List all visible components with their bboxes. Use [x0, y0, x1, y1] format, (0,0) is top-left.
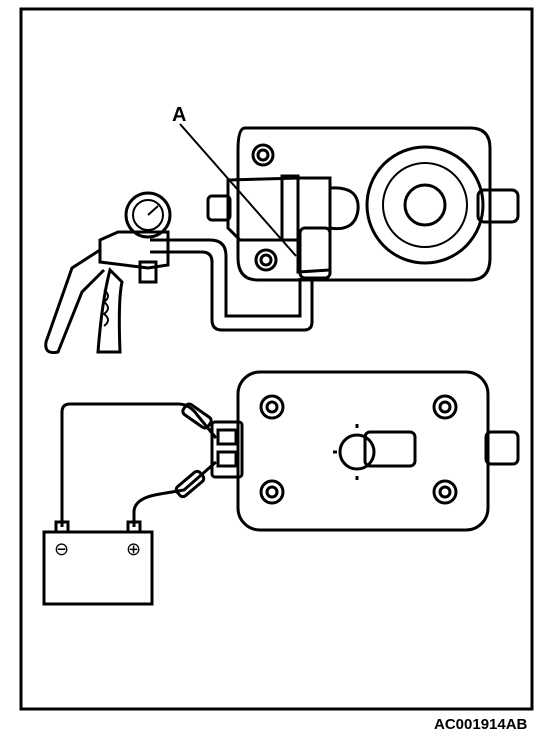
battery-negative-symbol: ⊖ [54, 539, 69, 560]
base-bolt-bottom-left [259, 479, 285, 505]
pump-body [98, 230, 170, 270]
vacuum-gauge [124, 191, 172, 239]
positive-wire [132, 460, 217, 527]
base-outlet-pipe [484, 430, 520, 466]
battery-body [42, 530, 154, 606]
actuator-outlet-pipe [476, 188, 520, 224]
bracket-bolt-top [251, 143, 275, 167]
pump-handle-trigger [96, 267, 124, 354]
figure-id: AC001914AB [434, 716, 528, 733]
battery-positive-symbol: ⊕ [126, 539, 141, 560]
vacuum-hose-outer [150, 250, 314, 332]
bracket-bolt-top-inner [256, 148, 270, 162]
positive-wire-clip [174, 469, 206, 499]
battery-negative-terminal [54, 520, 70, 534]
electrical-connector [210, 420, 244, 479]
bracket-plate [236, 126, 492, 282]
solenoid-coil [280, 174, 300, 242]
actuator-center [403, 183, 447, 227]
base-bolt-top-right [432, 394, 458, 420]
solenoid-lower-nozzle [298, 226, 332, 280]
base-bolt-top-left [259, 394, 285, 420]
base-bolt-bottom-right [432, 479, 458, 505]
hand-vacuum-pump [44, 191, 172, 354]
negative-wire [60, 402, 218, 527]
negative-wire-clip [181, 402, 213, 430]
bracket-bolt-bottom-inner [259, 253, 273, 267]
vacuum-hose-inner [150, 238, 302, 318]
lower-assembly [210, 370, 520, 532]
pump-handle-fixed [44, 248, 106, 354]
solenoid-left-port [206, 194, 232, 222]
bracket-bolt-bottom [254, 248, 278, 272]
central-nipple-pipe [363, 430, 417, 468]
battery [42, 520, 154, 606]
pump-fitting [138, 260, 158, 284]
actuator-outer [365, 145, 485, 265]
jumper-wires [60, 402, 218, 527]
actuator-ring [382, 162, 468, 248]
valve-base-plate [236, 370, 490, 532]
battery-positive-terminal [126, 520, 142, 534]
vacuum-gauge-dial [132, 199, 164, 231]
callout-leader-a [179, 123, 297, 257]
callout-label-a: A [172, 104, 186, 126]
central-nipple [338, 433, 376, 471]
solenoid-hose-loop [329, 186, 360, 231]
figure-frame [19, 7, 534, 711]
upper-assembly [206, 126, 520, 282]
solenoid-valve-body [226, 176, 332, 274]
